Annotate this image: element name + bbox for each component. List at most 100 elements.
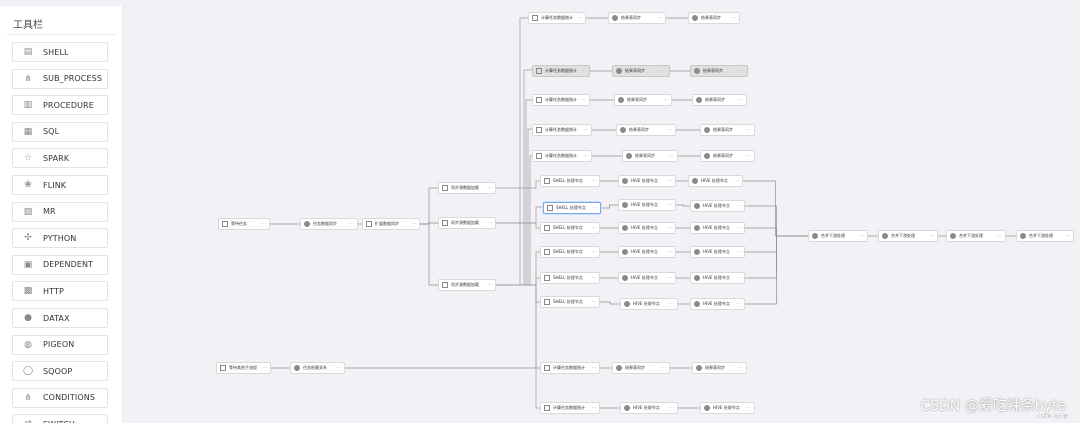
node-more-icon[interactable]: ⋯ xyxy=(487,282,493,288)
node-more-icon[interactable]: ⋯ xyxy=(739,68,745,74)
task-node-t4c[interactable]: 结果表同步⋯ xyxy=(700,124,755,136)
task-node-t2a[interactable]: 计算任务数据统计⋯ xyxy=(532,65,590,77)
task-node-t5a[interactable]: 计算任务数据统计⋯ xyxy=(532,150,592,162)
task-node-r2c[interactable]: HIVE 处理节点⋯ xyxy=(690,200,745,212)
task-node-n-h3[interactable]: 同步源数据加载⋯ xyxy=(438,279,496,291)
node-more-icon[interactable]: ⋯ xyxy=(929,233,935,239)
task-node-m1[interactable]: 合并下游处理⋯ xyxy=(808,230,868,242)
node-more-icon[interactable]: ⋯ xyxy=(736,203,742,209)
tool-item-datax[interactable]: ●DATAX xyxy=(12,308,108,328)
node-more-icon[interactable]: ⋯ xyxy=(591,178,597,184)
tool-item-spark[interactable]: ☆SPARK xyxy=(12,148,108,169)
task-node-r1a[interactable]: SHELL 处理节点⋯ xyxy=(540,175,600,187)
task-node-l1b[interactable]: 结果表同步⋯ xyxy=(612,362,670,374)
node-more-icon[interactable]: ⋯ xyxy=(734,178,740,184)
tool-item-sqoop[interactable]: ◯SQOOP xyxy=(12,361,108,382)
node-more-icon[interactable]: ⋯ xyxy=(487,185,493,191)
node-more-icon[interactable]: ⋯ xyxy=(667,225,673,231)
task-node-t5c[interactable]: 结果表同步⋯ xyxy=(700,150,755,162)
node-more-icon[interactable]: ⋯ xyxy=(859,233,865,239)
task-node-t3a[interactable]: 计算任务数据统计⋯ xyxy=(532,94,590,106)
task-node-r4c[interactable]: HIVE 处理节点⋯ xyxy=(690,246,745,258)
task-node-r3b[interactable]: HIVE 处理节点⋯ xyxy=(618,222,676,234)
task-node-r6b[interactable]: HIVE 处理节点⋯ xyxy=(620,298,678,310)
tool-item-switch[interactable]: ⇄SWITCH xyxy=(12,414,108,423)
task-node-r4a[interactable]: SHELL 处理节点⋯ xyxy=(540,246,600,258)
node-more-icon[interactable]: ⋯ xyxy=(349,221,355,227)
node-more-icon[interactable]: ⋯ xyxy=(738,365,744,371)
node-more-icon[interactable]: ⋯ xyxy=(746,127,752,133)
task-node-r6c[interactable]: HIVE 处理节点⋯ xyxy=(690,298,745,310)
node-more-icon[interactable]: ⋯ xyxy=(577,15,583,21)
task-node-r5c[interactable]: HIVE 处理节点⋯ xyxy=(690,272,745,284)
task-node-l2a[interactable]: 计算任务数据统计⋯ xyxy=(540,402,600,414)
task-node-l1a[interactable]: 计算任务数据统计⋯ xyxy=(540,362,600,374)
node-more-icon[interactable]: ⋯ xyxy=(746,153,752,159)
node-more-icon[interactable]: ⋯ xyxy=(738,97,744,103)
node-more-icon[interactable]: ⋯ xyxy=(591,275,597,281)
node-more-icon[interactable]: ⋯ xyxy=(731,15,737,21)
node-more-icon[interactable]: ⋯ xyxy=(583,153,589,159)
node-more-icon[interactable]: ⋯ xyxy=(746,405,752,411)
task-node-b2[interactable]: 任务依赖关系⋯ xyxy=(290,362,345,374)
node-more-icon[interactable]: ⋯ xyxy=(736,301,742,307)
node-more-icon[interactable]: ⋯ xyxy=(667,275,673,281)
node-more-icon[interactable]: ⋯ xyxy=(661,68,667,74)
task-node-n-a1[interactable]: 任务数据同步⋯ xyxy=(300,218,358,230)
node-more-icon[interactable]: ⋯ xyxy=(591,365,597,371)
task-node-t3b[interactable]: 结果表同步⋯ xyxy=(614,94,672,106)
node-more-icon[interactable]: ⋯ xyxy=(261,221,267,227)
task-node-n-start[interactable]: 等待任务⋯ xyxy=(218,218,270,230)
node-more-icon[interactable]: ⋯ xyxy=(667,178,673,184)
task-node-t1c[interactable]: 结果表同步⋯ xyxy=(688,12,740,24)
tool-item-shell[interactable]: ▤SHELL xyxy=(12,42,108,62)
task-node-l2c[interactable]: HIVE 处理节点⋯ xyxy=(700,402,755,414)
task-node-r2b[interactable]: HIVE 处理节点⋯ xyxy=(618,199,676,211)
task-node-r5a[interactable]: SHELL 处理节点⋯ xyxy=(540,272,600,284)
task-node-r2a[interactable]: SHELL 处理节点⋯ xyxy=(543,202,601,214)
task-node-t4b[interactable]: 结果表同步⋯ xyxy=(616,124,676,136)
task-node-r1b[interactable]: HIVE 处理节点⋯ xyxy=(618,175,676,187)
tool-item-sql[interactable]: ▦SQL xyxy=(12,121,108,142)
task-node-r1c[interactable]: HIVE 处理节点⋯ xyxy=(688,175,743,187)
task-node-t2b[interactable]: 结果表同步⋯ xyxy=(612,65,670,77)
task-node-t2c[interactable]: 结果表同步⋯ xyxy=(690,65,748,77)
node-more-icon[interactable]: ⋯ xyxy=(736,225,742,231)
task-node-r3c[interactable]: HIVE 处理节点⋯ xyxy=(690,222,745,234)
node-more-icon[interactable]: ⋯ xyxy=(591,299,597,305)
node-more-icon[interactable]: ⋯ xyxy=(487,220,493,226)
node-more-icon[interactable]: ⋯ xyxy=(591,249,597,255)
tool-item-conditions[interactable]: ⋔CONDITIONS xyxy=(12,387,108,408)
task-node-m2[interactable]: 合并下游处理⋯ xyxy=(878,230,938,242)
node-more-icon[interactable]: ⋯ xyxy=(1065,233,1071,239)
node-more-icon[interactable]: ⋯ xyxy=(667,127,673,133)
node-more-icon[interactable]: ⋯ xyxy=(661,365,667,371)
task-node-t3c[interactable]: 结果表同步⋯ xyxy=(692,94,747,106)
node-more-icon[interactable]: ⋯ xyxy=(581,68,587,74)
node-more-icon[interactable]: ⋯ xyxy=(667,249,673,255)
node-more-icon[interactable]: ⋯ xyxy=(591,405,597,411)
task-node-r6a[interactable]: SHELL 处理节点⋯ xyxy=(540,296,600,308)
node-more-icon[interactable]: ⋯ xyxy=(997,233,1003,239)
node-more-icon[interactable]: ⋯ xyxy=(336,365,342,371)
tool-item-sub-process[interactable]: ⋔SUB_PROCESS xyxy=(12,68,108,89)
node-more-icon[interactable]: ⋯ xyxy=(736,275,742,281)
task-node-m4[interactable]: 合并下游处理⋯ xyxy=(1016,230,1074,242)
tool-item-flink[interactable]: ❀FLINK xyxy=(12,175,108,195)
task-node-l2b[interactable]: HIVE 处理节点⋯ xyxy=(620,402,678,414)
task-node-l1c[interactable]: 结果表同步⋯ xyxy=(692,362,747,374)
task-node-t1b[interactable]: 结果表同步⋯ xyxy=(608,12,666,24)
tool-item-procedure[interactable]: ▥PROCEDURE xyxy=(12,95,108,116)
task-node-t5b[interactable]: 结果表同步⋯ xyxy=(622,150,678,162)
task-node-r5b[interactable]: HIVE 处理节点⋯ xyxy=(618,272,676,284)
tool-item-dependent[interactable]: ▣DEPENDENT xyxy=(12,254,108,275)
node-more-icon[interactable]: ⋯ xyxy=(663,97,669,103)
task-node-t1a[interactable]: 计算任务数据统计⋯ xyxy=(528,12,586,24)
node-more-icon[interactable]: ⋯ xyxy=(262,365,268,371)
node-more-icon[interactable]: ⋯ xyxy=(411,221,417,227)
tool-item-http[interactable]: ▩HTTP xyxy=(12,281,108,302)
node-more-icon[interactable]: ⋯ xyxy=(736,249,742,255)
task-node-n-a2[interactable]: 扩展数据同步⋯ xyxy=(362,218,420,230)
node-more-icon[interactable]: ⋯ xyxy=(669,153,675,159)
task-node-m3[interactable]: 合并下游处理⋯ xyxy=(946,230,1006,242)
